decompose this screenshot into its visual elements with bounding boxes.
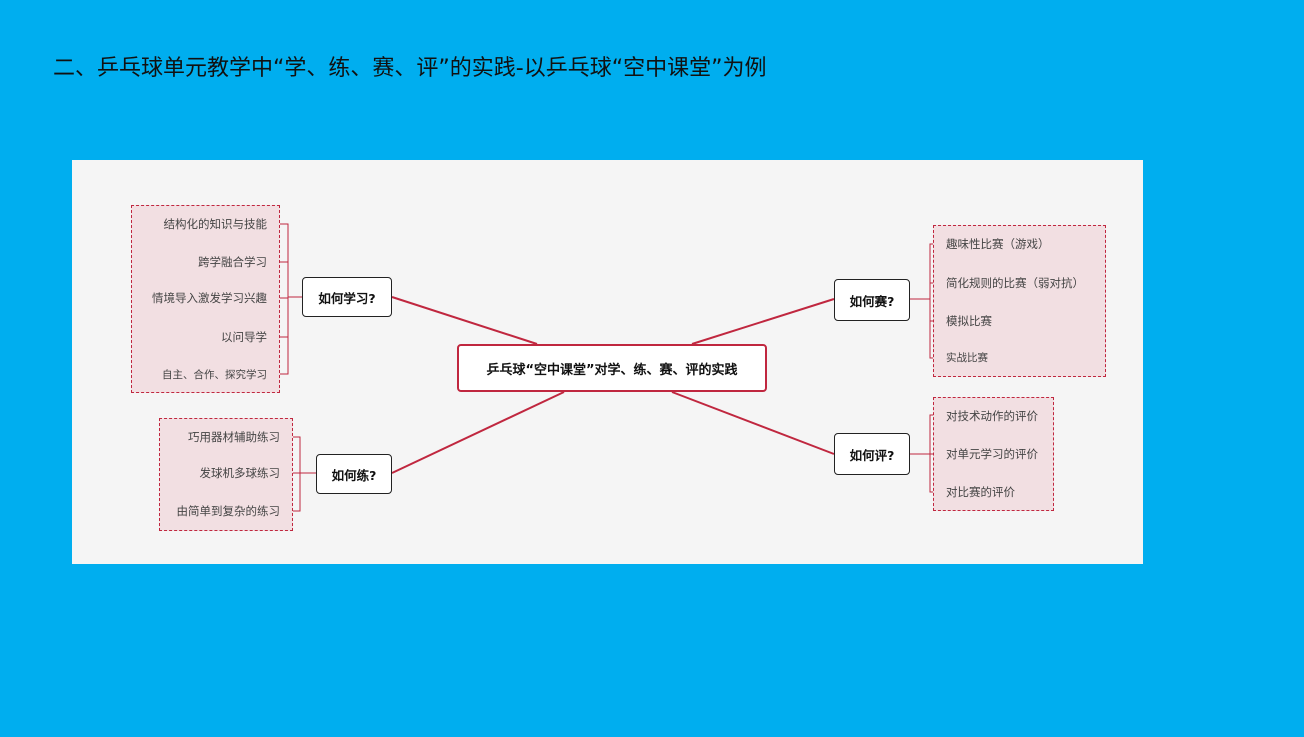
evaluate-node: 如何评? <box>834 433 910 475</box>
link-center-learn <box>391 296 538 345</box>
evaluate-item: 对技术动作的评价 <box>946 409 1038 423</box>
compete-item: 实战比赛 <box>946 352 988 364</box>
practice-node: 如何练? <box>316 454 392 494</box>
compete-items-box <box>933 225 1106 377</box>
practice-item: 由简单到复杂的练习 <box>176 504 281 518</box>
learn-item: 跨学融合学习 <box>198 255 267 269</box>
compete-item: 趣味性比赛（游戏） <box>946 237 1050 251</box>
learn-item: 结构化的知识与技能 <box>163 217 268 231</box>
learn-item: 以问导学 <box>221 330 267 344</box>
evaluate-item: 对比赛的评价 <box>946 485 1015 499</box>
link-center-practice <box>391 391 565 474</box>
learn-items-box <box>131 205 280 393</box>
evaluate-items-box <box>933 397 1054 511</box>
evaluate-item: 对单元学习的评价 <box>946 447 1038 461</box>
compete-node: 如何赛? <box>834 279 910 321</box>
practice-item: 巧用器材辅助练习 <box>188 430 280 444</box>
compete-item: 模拟比赛 <box>946 314 992 328</box>
bracket-learn <box>280 223 302 375</box>
learn-item: 自主、合作、探究学习 <box>162 369 267 381</box>
practice-items-box <box>159 418 293 531</box>
learn-item: 情境导入激发学习兴趣 <box>152 291 267 305</box>
slide-title: 二、乒乓球单元教学中“学、练、赛、评”的实践-以乒乓球“空中课堂”为例 <box>53 56 767 81</box>
learn-node: 如何学习? <box>302 277 392 317</box>
center-node: 乒乓球“空中课堂”对学、练、赛、评的实践 <box>457 344 767 392</box>
link-center-evaluate <box>671 391 835 455</box>
practice-item: 发球机多球练习 <box>199 466 281 480</box>
compete-item: 简化规则的比赛（弱对抗） <box>946 276 1084 290</box>
mindmap-panel: 结构化的知识与技能 跨学融合学习 情境导入激发学习兴趣 以问导学 自主、合作、探… <box>72 160 1143 564</box>
link-center-compete <box>691 298 835 345</box>
